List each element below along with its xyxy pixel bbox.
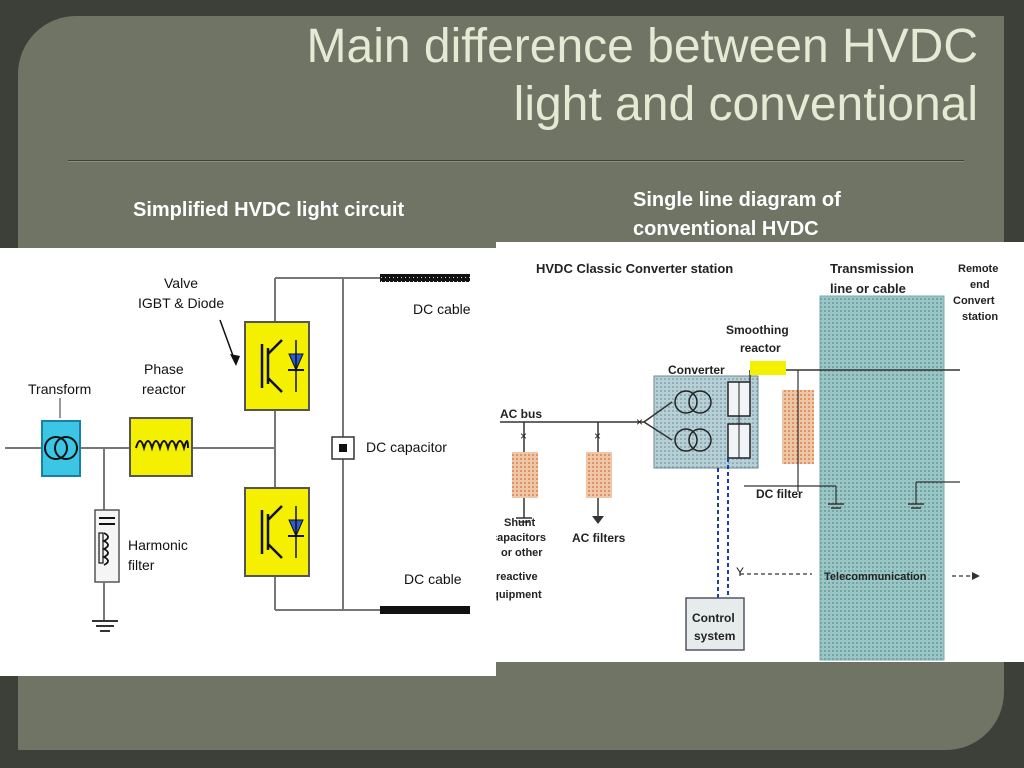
hvdc-light-svg: Transform Phase reactor Harmonic filter [5, 274, 471, 632]
remote-label-3: Convert [953, 295, 995, 307]
hvdc-light-diagram: Transform Phase reactor Harmonic filter [0, 248, 496, 676]
dc-cable-bottom-label: DC cable [404, 571, 462, 587]
control-system-box [685, 597, 745, 651]
remote-ground-icon [908, 481, 960, 509]
valve-pointer-arrowhead [230, 354, 240, 366]
dc-filter-ground-icon [828, 486, 844, 509]
shunt-ground-icon [516, 517, 532, 523]
shunt-label-4: reactive [496, 571, 538, 583]
station-label: HVDC Classic Converter station [536, 261, 733, 276]
antenna-icon: Y [736, 565, 744, 579]
remote-label-4: station [962, 311, 998, 323]
shunt-label-2: capacitors [496, 532, 546, 544]
valve-label-2: IGBT & Diode [138, 295, 224, 311]
transmission-label-1: Transmission [830, 261, 914, 276]
phase-reactor-symbol [129, 417, 193, 477]
harmonic-label-2: filter [128, 557, 155, 573]
title-line-2: light and conventional [513, 78, 978, 131]
dc-cable-top-label: DC cable [413, 301, 471, 317]
shunt-label-3: or other [501, 547, 543, 559]
remote-label-2: end [970, 279, 990, 291]
phase-label-2: reactor [142, 381, 186, 397]
shunt-label-1: Shunt [504, 517, 535, 529]
dc-cable-bottom [380, 606, 470, 614]
valve-top-symbol [244, 321, 310, 411]
ac-filter-symbol [586, 452, 612, 498]
conventional-hvdc-svg: HVDC Classic Converter station Transmiss… [486, 261, 998, 661]
smoothing-label-2: reactor [740, 341, 781, 355]
dc-capacitor-label: DC capacitor [366, 439, 447, 455]
ac-bus-label: AC bus [500, 407, 542, 421]
caption-conventional-line-1: Single line diagram of [633, 189, 841, 211]
thyristor-valves [727, 381, 751, 459]
control-label-1: Control [692, 611, 735, 625]
slide-title: Main difference between HVDC light and c… [78, 18, 978, 134]
ac-bus-lower-feed [643, 421, 673, 441]
phase-label-1: Phase [144, 361, 184, 377]
ac-filters-label: AC filters [572, 531, 626, 545]
harmonic-label-1: Harmonic [128, 537, 188, 553]
smoothing-label-1: Smoothing [726, 323, 789, 337]
shunt-capacitor-symbol [512, 452, 538, 498]
title-divider [68, 160, 964, 162]
caption-conventional-line-2: conventional HVDC [633, 218, 819, 240]
transmission-zone [819, 295, 945, 661]
shunt-breaker-icon: × [520, 429, 527, 443]
valve-bottom-symbol [244, 487, 310, 577]
remote-label-1: Remote [958, 263, 998, 275]
transformer-symbol [41, 420, 81, 477]
caption-conventional: Single line diagram of conventional HVDC [633, 186, 841, 244]
shunt-label-5: equipment [496, 589, 542, 601]
title-line-1: Main difference between HVDC [306, 20, 978, 73]
converter-transformers [674, 390, 712, 452]
caption-hvdc-light: Simplified HVDC light circuit [133, 199, 405, 221]
ground-icon [92, 620, 118, 632]
dc-cable-top [380, 274, 470, 282]
dc-capacitor-symbol [331, 436, 355, 460]
ac-filter-breaker-icon: × [594, 429, 601, 443]
control-label-2: system [694, 629, 735, 643]
harmonic-filter-symbol [94, 509, 120, 583]
transmission-label-2: line or cable [830, 281, 906, 296]
converter-label: Converter [668, 363, 725, 377]
telecom-label: Telecommunication [824, 571, 927, 583]
valve-label-1: Valve [164, 275, 198, 291]
smoothing-reactor-symbol [750, 361, 786, 375]
transform-label: Transform [28, 381, 91, 397]
dc-filter-label: DC filter [756, 487, 803, 501]
telecom-arrow-icon [972, 572, 980, 580]
conventional-hvdc-diagram: HVDC Classic Converter station Transmiss… [486, 242, 1024, 662]
breaker-icon: × [636, 415, 643, 429]
ac-filter-ground-icon [592, 516, 604, 524]
ac-bus-upper-feed [643, 401, 673, 423]
